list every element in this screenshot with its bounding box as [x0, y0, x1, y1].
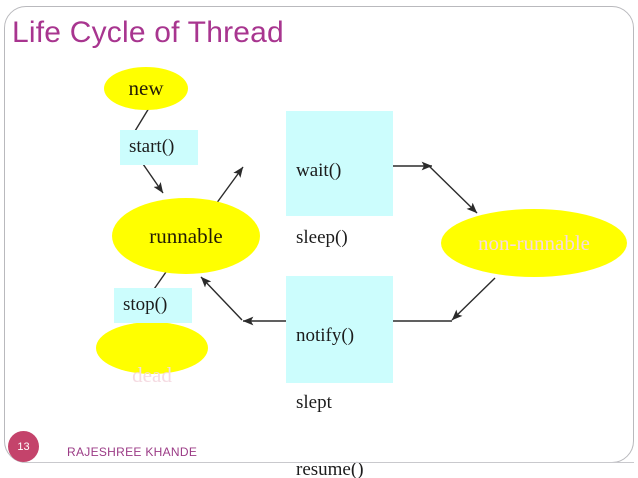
- to-nonrunnable-line-2: sleep(): [296, 227, 348, 249]
- edge-notify-box-to-runnable: [200, 276, 243, 321]
- node-new-label: new: [128, 76, 164, 100]
- edge-label-start-text: start(): [129, 136, 175, 158]
- author-name: RAJESHREE KHANDE: [67, 445, 198, 459]
- edge-nonrunnable-to-notify-box: [451, 277, 496, 321]
- node-dead-label: dead: [132, 363, 172, 387]
- node-runnable-label: runnable: [149, 223, 223, 248]
- node-non-runnable[interactable]: non-runnable: [441, 209, 627, 277]
- footer-divider: [22, 462, 634, 463]
- page-title: Life Cycle of Thread: [12, 16, 284, 49]
- edge-label-start[interactable]: start(): [120, 130, 198, 165]
- to-runnable-line-1: notify(): [296, 324, 355, 346]
- edge-start-to-runnable: [142, 163, 164, 194]
- edge-label-stop-text: stop(): [123, 294, 168, 316]
- frame-right-mask: [634, 0, 638, 478]
- node-dead[interactable]: dead: [96, 322, 208, 387]
- edge-new-to-start: [134, 107, 150, 132]
- node-runnable[interactable]: runnable: [112, 198, 260, 274]
- edge-runnable-to-wait-box: [215, 166, 244, 205]
- edge-label-to-non-runnable[interactable]: wait() sleep() suspend() blocked: [286, 111, 393, 382]
- edge-wait-box-to-nonrunnable: [427, 164, 478, 214]
- edge-label-to-runnable[interactable]: notify() slept resume() unblocked: [286, 276, 393, 478]
- to-runnable-line-2: slept: [296, 392, 332, 414]
- frame-top-mask: [28, 0, 638, 6]
- to-nonrunnable-line-1: wait(): [296, 159, 342, 181]
- edge-label-stop[interactable]: stop(): [114, 288, 192, 323]
- page-number-badge: 13: [8, 431, 39, 462]
- to-runnable-line-3: resume(): [296, 459, 364, 478]
- node-new[interactable]: new: [104, 67, 188, 110]
- node-non-runnable-label: non-runnable: [478, 230, 590, 255]
